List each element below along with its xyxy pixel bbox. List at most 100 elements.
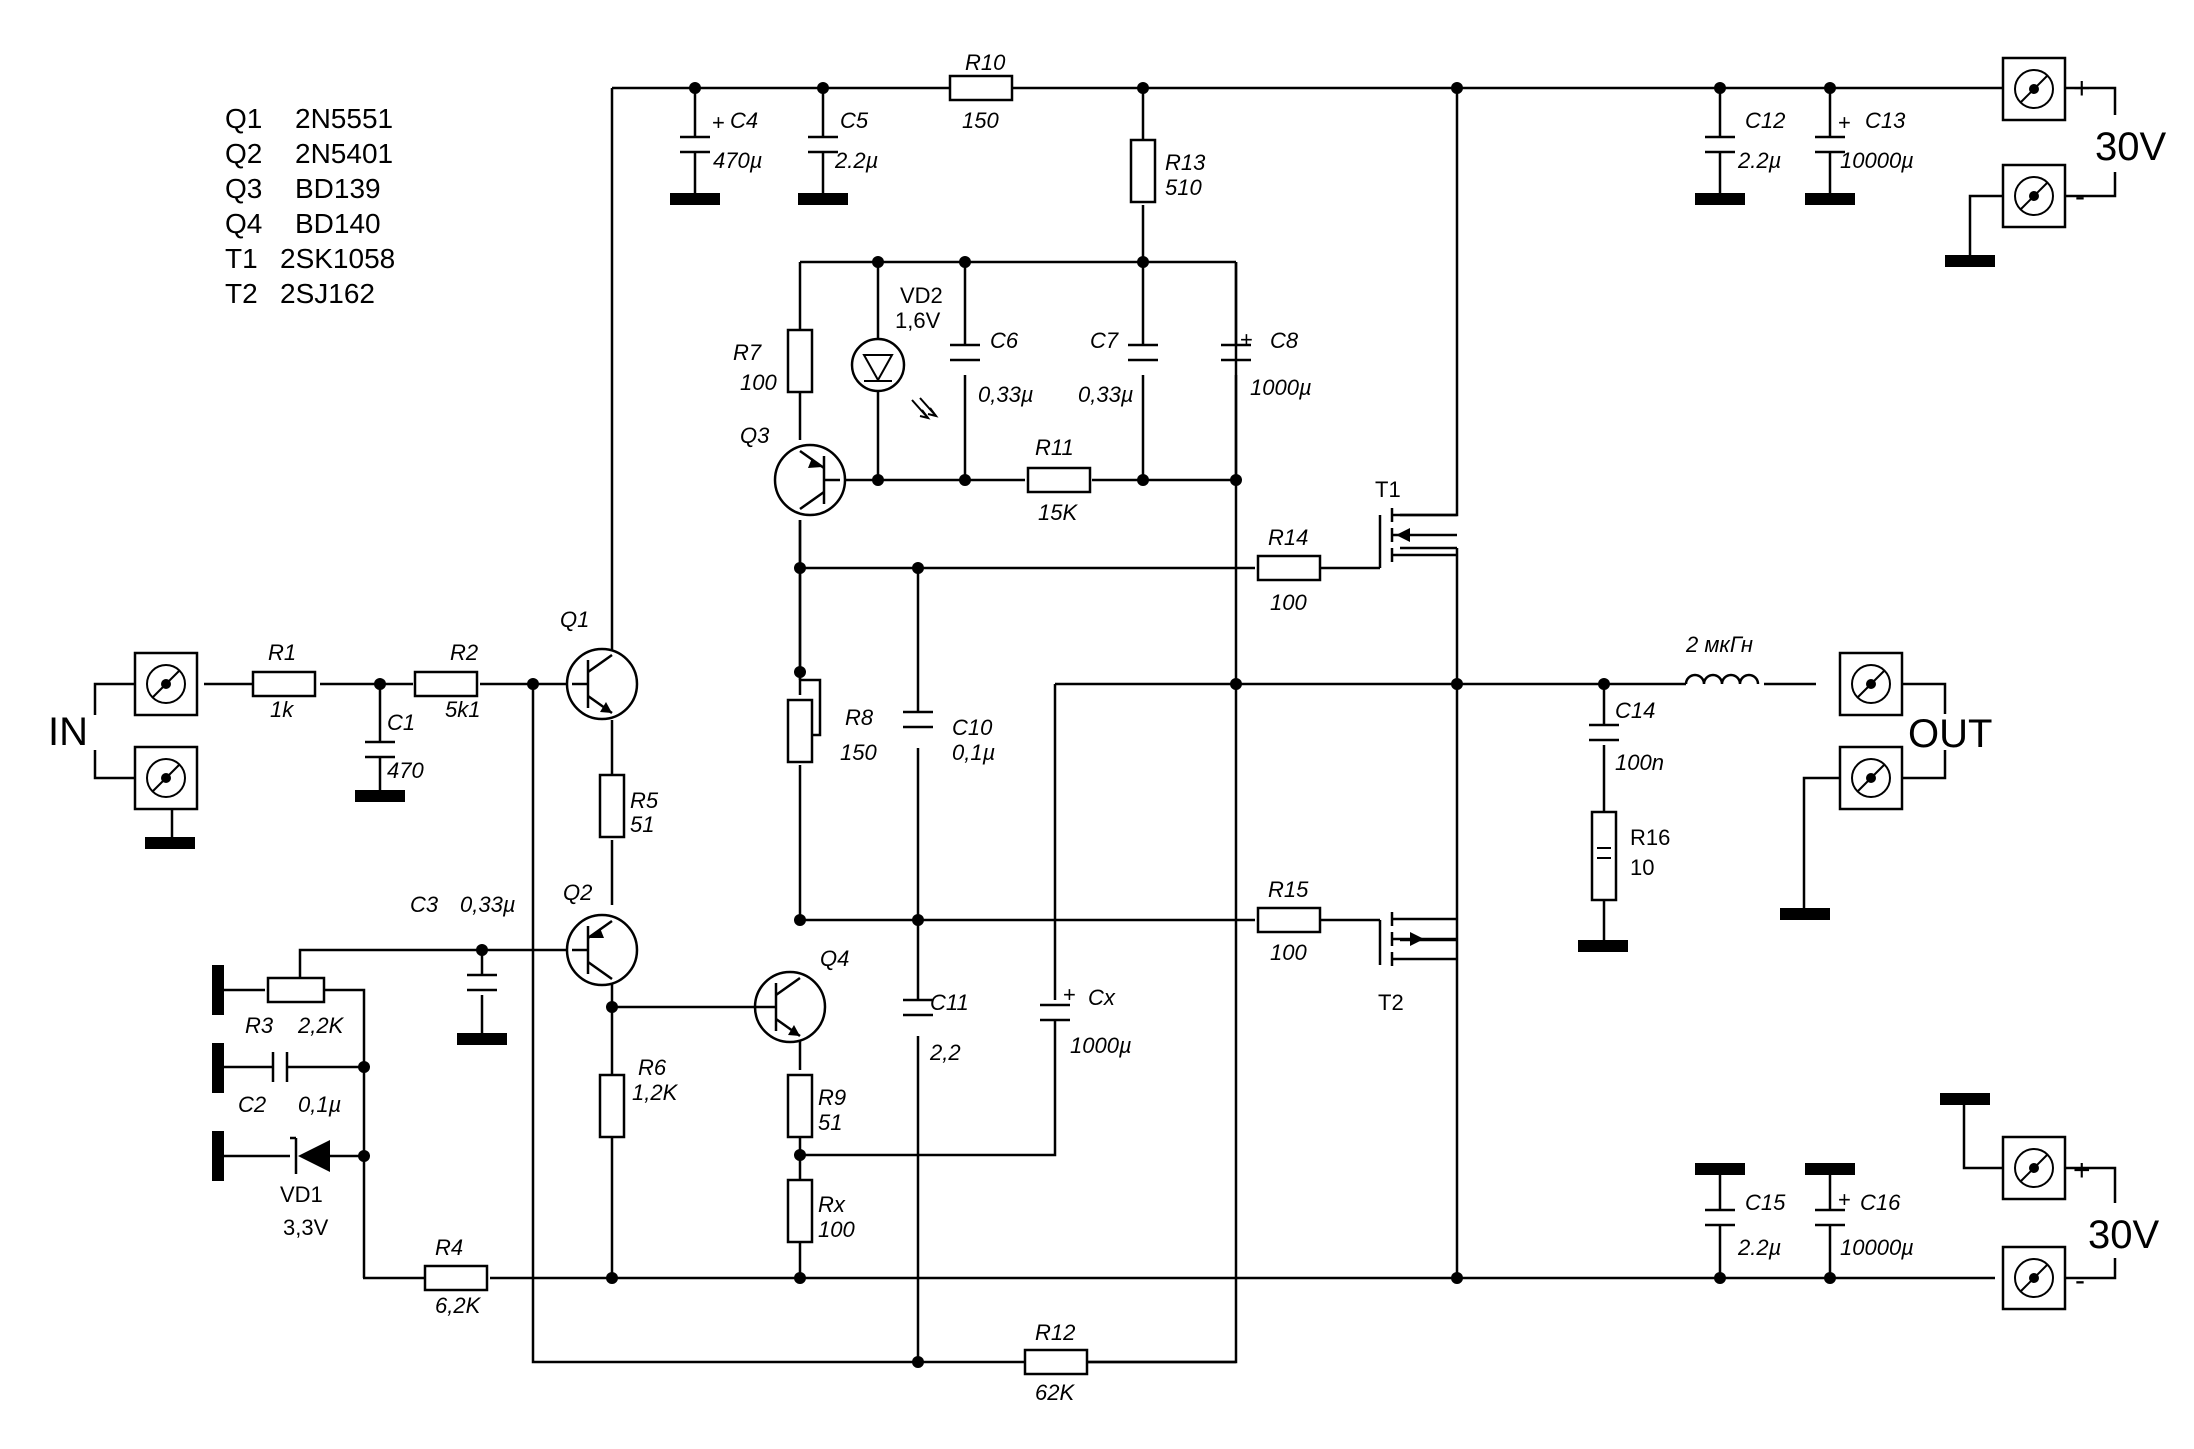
- bjt-q2: [565, 913, 639, 987]
- terminal-supply-bottom-plus[interactable]: [2001, 1135, 2067, 1201]
- resistor-r14: [1256, 554, 1322, 582]
- ground-icon: [1695, 1163, 1745, 1175]
- trimmer-r8: [786, 698, 814, 764]
- resistor-r11: [1026, 466, 1092, 494]
- polarity-plus: +: [1838, 110, 1851, 135]
- r3-wire: [220, 988, 366, 1278]
- bjt-q3: [773, 443, 847, 517]
- label-c6-name: C6: [990, 328, 1019, 353]
- resistor-r9: [786, 1073, 814, 1139]
- polarity-plus: +: [1063, 982, 1076, 1007]
- label-vd2-value: 1,6V: [895, 308, 941, 333]
- ground-icon: [670, 193, 720, 205]
- junction-dot: [606, 1272, 618, 1284]
- terminals: [133, 56, 2067, 1311]
- label-c3-value: 0,33µ: [460, 892, 516, 917]
- label-c6-value: 0,33µ: [978, 382, 1034, 407]
- component-labels: R1 1k R2 5k1 C1 470 Q1 Q2 Q3 Q4 R5 51 C3…: [238, 50, 1914, 1405]
- label-c13-value: 10000µ: [1840, 148, 1914, 173]
- bom-ref: Q1: [225, 103, 262, 134]
- capacitor-c8: [1221, 343, 1251, 362]
- label-r5-value: 51: [630, 812, 654, 837]
- label-r12-name: R12: [1035, 1320, 1075, 1345]
- resistors: [251, 74, 1618, 1376]
- ground-icon: [355, 790, 405, 802]
- junction-dot: [1451, 1272, 1463, 1284]
- ground-icon: [1805, 193, 1855, 205]
- junction-dot: [476, 944, 488, 956]
- label-c5-value: 2.2µ: [834, 148, 878, 173]
- capacitor-c3: [467, 973, 497, 992]
- ground-icon: [212, 965, 224, 1015]
- ground-icon: [1940, 1093, 1990, 1105]
- label-supply-top: 30V: [2095, 125, 2166, 169]
- label-r8-value: 150: [840, 740, 877, 765]
- terminal-in-ground[interactable]: [133, 745, 199, 811]
- terminal-out-signal[interactable]: [1838, 651, 1904, 717]
- label-c16-name: C16: [1860, 1190, 1901, 1215]
- capacitor-cx: [1040, 1003, 1070, 1022]
- ground-icon: [1695, 193, 1745, 205]
- terminal-out-ground[interactable]: [1838, 745, 1904, 811]
- junction-dot: [358, 1150, 370, 1162]
- capacitor-c7: [1128, 343, 1158, 362]
- resistor-r16: [1590, 810, 1618, 902]
- junction-dot: [912, 1356, 924, 1368]
- supply-bottom-bracket: [2060, 1166, 2117, 1280]
- terminal-supply-top-plus[interactable]: [2001, 56, 2067, 122]
- label-q3: Q3: [740, 423, 770, 448]
- label-r3-name: R3: [245, 1013, 274, 1038]
- junction-dot: [1137, 474, 1149, 486]
- label-r15-name: R15: [1268, 877, 1309, 902]
- junction-dot: [794, 666, 806, 678]
- junction-dot: [1451, 678, 1463, 690]
- label-out: OUT: [1908, 712, 1992, 756]
- bom-ref: T1: [225, 243, 258, 274]
- capacitor-c15: [1705, 1208, 1735, 1227]
- label-c1-name: C1: [387, 710, 415, 735]
- trimmer-r8-wiper: [800, 678, 822, 737]
- junction-dot: [872, 256, 884, 268]
- label-r16-name: R16: [1630, 825, 1670, 850]
- bom-part: BD140: [295, 208, 381, 239]
- terminal-supply-bottom-minus[interactable]: [2001, 1245, 2067, 1311]
- resistor-r5: [598, 773, 626, 839]
- label-l1-value: 2 мкГн: [1685, 632, 1753, 657]
- resistor-r6: [598, 1073, 626, 1139]
- label-supply-top-plus: +: [2073, 72, 2091, 105]
- r12-right-wire: [1088, 684, 1238, 1364]
- resistor-rx: [786, 1178, 814, 1244]
- capacitor-c6: [950, 343, 980, 362]
- label-c5-name: C5: [840, 108, 869, 133]
- out-ground-wire: [1802, 776, 1840, 915]
- resistor-r10: [948, 74, 1014, 102]
- label-r2-value: 5k1: [445, 697, 480, 722]
- label-supply-top-minus: -: [2075, 180, 2085, 213]
- mosfet-t1: [1378, 508, 1457, 568]
- bom-ref: Q3: [225, 173, 262, 204]
- label-c16-value: 10000µ: [1840, 1235, 1914, 1260]
- bjt-q4: [753, 970, 827, 1044]
- label-cx-value: 1000µ: [1070, 1033, 1132, 1058]
- label-c15-name: C15: [1745, 1190, 1786, 1215]
- label-c13-name: C13: [1865, 108, 1906, 133]
- junction-dot: [606, 1001, 618, 1013]
- label-c8-name: C8: [1270, 328, 1299, 353]
- capacitor-c11: [903, 998, 933, 1017]
- resistor-r2: [413, 670, 479, 698]
- label-vd1-name: VD1: [280, 1182, 323, 1207]
- label-r9-value: 51: [818, 1110, 842, 1135]
- label-c7-name: C7: [1090, 328, 1119, 353]
- label-r8-name: R8: [845, 705, 874, 730]
- label-c10-name: C10: [952, 715, 993, 740]
- terminal-in-signal[interactable]: [133, 651, 199, 717]
- terminal-supply-top-minus[interactable]: [2001, 163, 2067, 229]
- in-bracket: [93, 682, 135, 780]
- resistor-r13: [1129, 138, 1157, 204]
- parts-list: Q1 2N5551 Q2 2N5401 Q3 BD139 Q4 BD140 T1…: [225, 103, 395, 309]
- ground-icon: [798, 193, 848, 205]
- label-r10-name: R10: [965, 50, 1006, 75]
- junction-dot: [912, 914, 924, 926]
- label-supply-bottom-plus: +: [2073, 1154, 2091, 1187]
- label-t2: T2: [1378, 990, 1404, 1015]
